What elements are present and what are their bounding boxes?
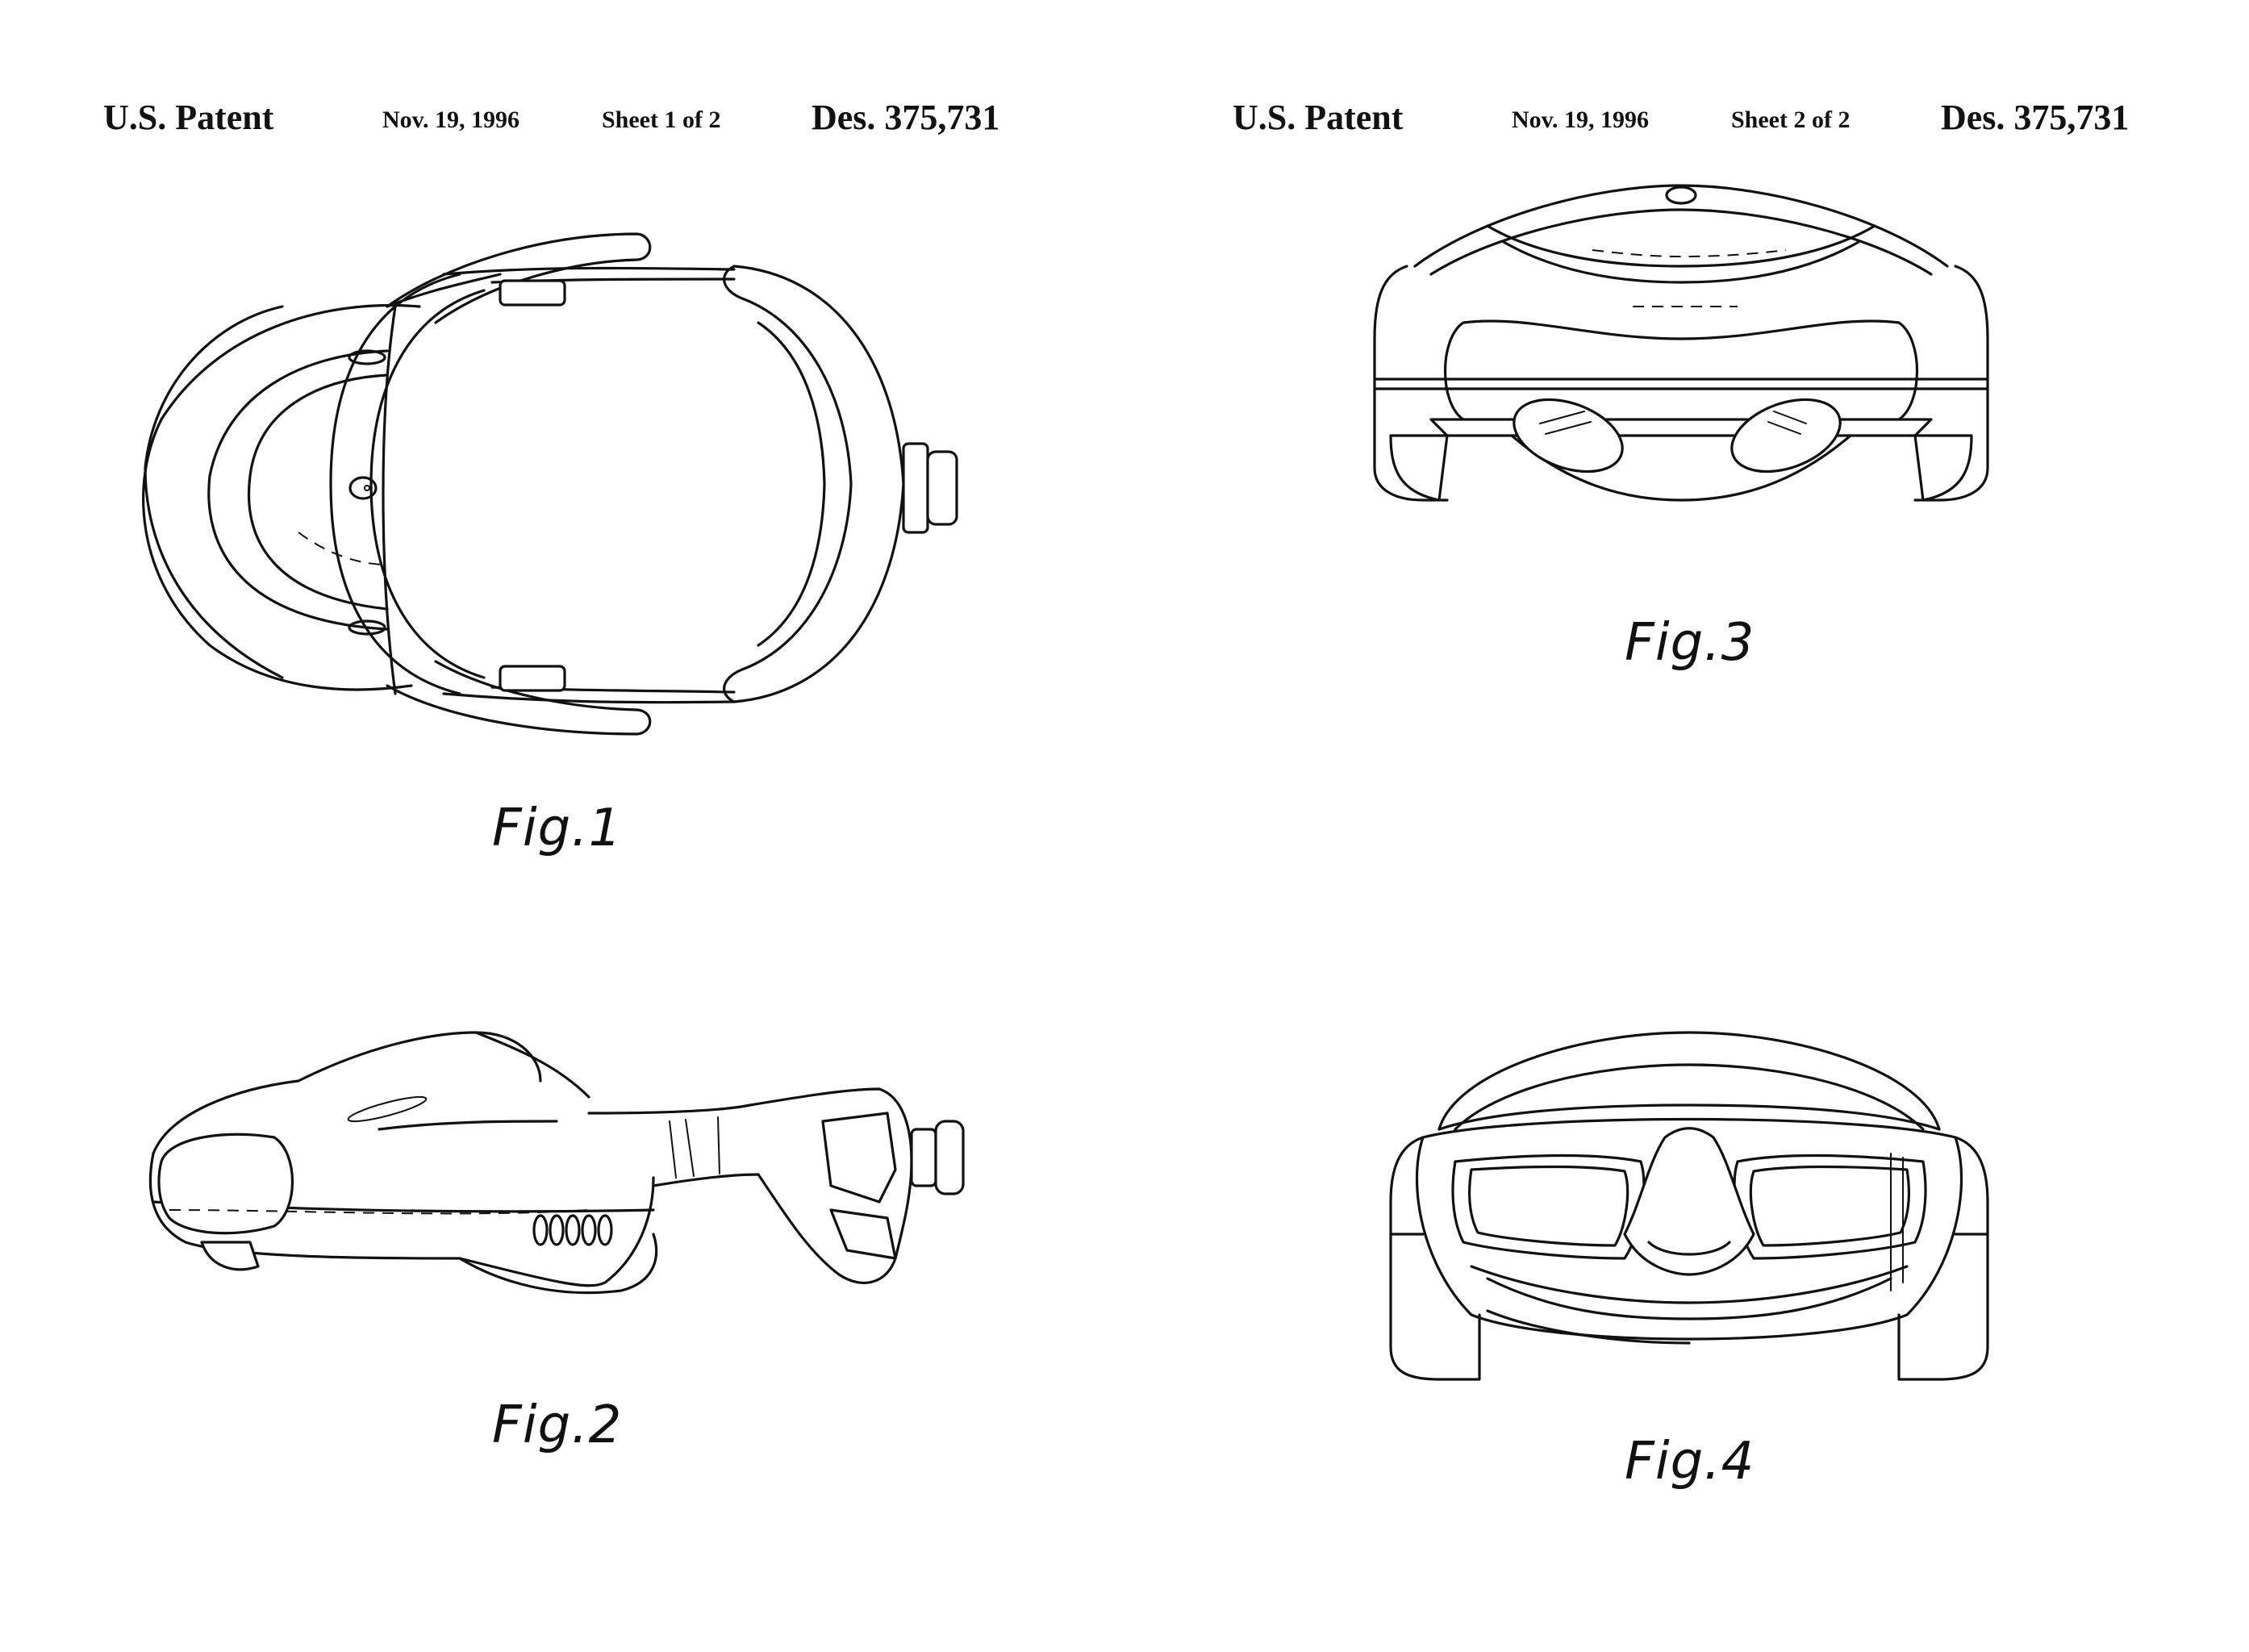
figure-2-label: Fig.2 bbox=[492, 1395, 623, 1455]
sheet-number: Sheet 2 of 2 bbox=[1731, 106, 1851, 133]
patent-date: Nov. 19, 1996 bbox=[382, 106, 520, 133]
figure-1-label: Fig.1 bbox=[492, 799, 623, 858]
figure-4-label: Fig.4 bbox=[1625, 1432, 1755, 1491]
sheet-1: U.S. Patent Nov. 19, 1996 Sheet 1 of 2 D… bbox=[0, 0, 1124, 1652]
design-number: Des. 375,731 bbox=[812, 98, 1000, 137]
figure-3-drawing bbox=[1367, 177, 1996, 516]
patent-date: Nov. 19, 1996 bbox=[1512, 106, 1650, 133]
patent-label: U.S. Patent bbox=[103, 98, 274, 137]
figure-2-drawing bbox=[137, 1016, 1008, 1323]
figure-3-label: Fig.3 bbox=[1625, 613, 1755, 673]
figure-1-drawing bbox=[121, 210, 1024, 758]
sheet-2: U.S. Patent Nov. 19, 1996 Sheet 2 of 2 D… bbox=[1124, 0, 2249, 1652]
patent-label: U.S. Patent bbox=[1233, 98, 1404, 137]
figure-4-drawing bbox=[1375, 1024, 2004, 1381]
sheet-number: Sheet 1 of 2 bbox=[602, 106, 721, 133]
design-number: Des. 375,731 bbox=[1941, 98, 2130, 137]
